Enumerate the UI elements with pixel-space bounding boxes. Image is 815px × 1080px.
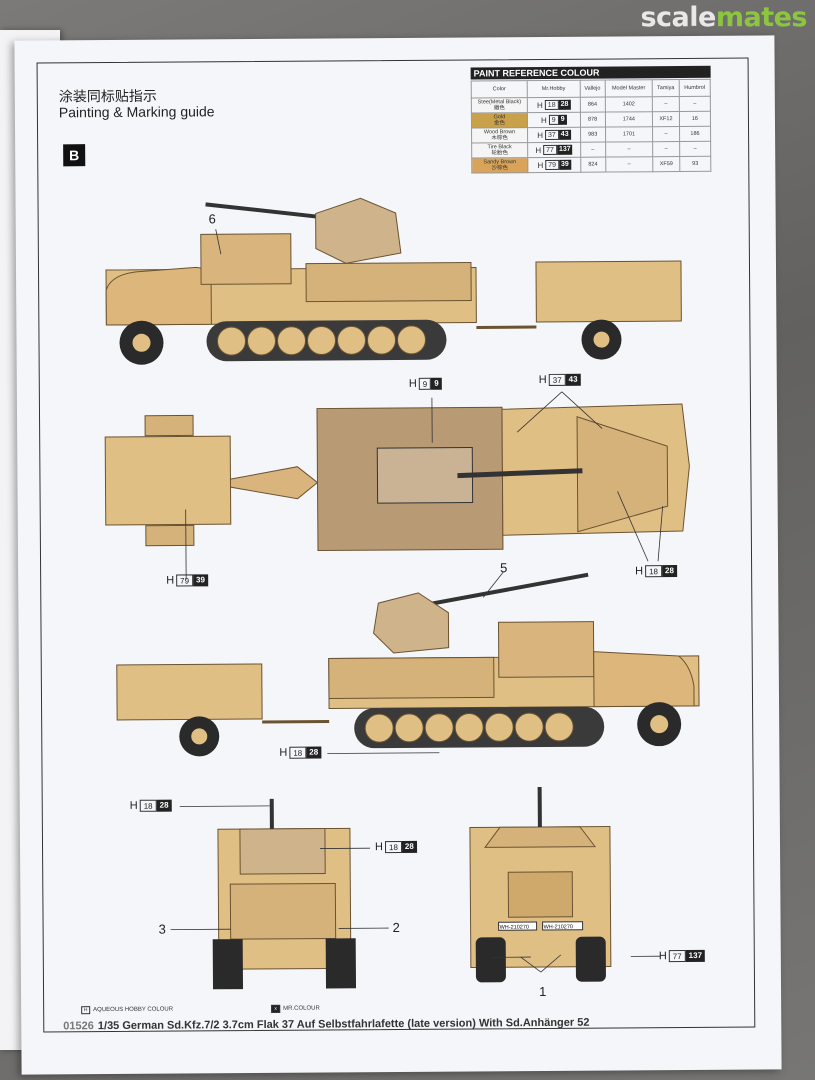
h-number: 18 [645,565,663,578]
marker-6: 6 [208,211,216,227]
marker-5: 5 [500,560,508,576]
road-wheels [217,325,426,356]
h-number: 9 [418,377,432,390]
hood-top [576,416,669,533]
leader-lines [170,229,664,973]
mrcolor-symbol: x [271,1004,281,1013]
legend-mrcolor: x MR.COLOUR [271,1004,320,1013]
plate-right [542,921,584,931]
front-hub [132,333,151,352]
marker-1: 1 [538,983,547,1000]
side-view-right [116,572,700,757]
c-number: 28 [156,799,172,812]
trailer-top [104,435,232,526]
h-symbol: H [635,565,644,578]
side-view-left [105,197,682,365]
trailer-fender [145,524,195,547]
trailer-body [535,260,682,323]
vehicle-illustrations: WH-210270 WH-210270 [104,197,700,990]
c-number: 28 [401,840,417,853]
road-wheels-right [364,712,574,743]
h-symbol: H [658,950,667,963]
marker-2: 2 [392,919,400,936]
flak-barrel-right [408,572,589,610]
h-symbol: H [279,746,288,759]
h-number: 18 [289,746,307,759]
c-number: 9 [431,377,442,390]
h-number: 79 [176,574,194,587]
cargo-bed [305,261,472,303]
rear-track-right [325,938,357,989]
scalemates-watermark: scalemates [640,2,807,33]
barrel-top [457,468,583,479]
plate-right-text: WH-210270 [544,924,573,930]
legend-aqueous-label: AQUEOUS HOBBY COLOUR [93,1006,174,1014]
c-number: 28 [306,746,322,759]
product-code: 01526 [63,1020,94,1033]
front-cab-roof [484,826,597,848]
h-number: 77 [668,950,686,963]
top-view [104,403,690,552]
watermark-part-a: scale [640,2,716,33]
h-symbol: H [166,574,175,587]
flak-mount [315,197,402,264]
watermark-part-b: mates [715,2,808,33]
trailer-body-right [116,663,263,721]
front-view: WH-210270 WH-210270 [469,787,612,983]
h-number: 37 [548,373,566,386]
h-number: 18 [139,799,157,812]
front-tire-right [575,936,606,982]
h-symbol: H [374,841,384,854]
c-number: 28 [661,565,677,578]
plate-left [498,921,538,931]
front-hub-right [650,715,669,734]
marker-3: 3 [158,921,166,937]
legend-aqueous: H AQUEOUS HOBBY COLOUR [81,1006,173,1015]
rear-tailgate [229,882,337,940]
trailer-hub [593,331,610,348]
drawbar-top [229,466,319,500]
front-grille [507,871,574,918]
flak-mount-right [373,592,450,654]
c-number: 137 [685,949,706,963]
h-symbol: H [408,377,417,390]
plate-left-text: WH-210270 [500,925,529,931]
rear-flak [239,828,326,875]
trailer-lid [144,414,194,437]
h-symbol: H [538,373,547,387]
cab-right [497,621,595,678]
flak-barrel [205,202,334,221]
h-number: 18 [384,840,402,854]
rear-track-left [212,939,244,990]
trailer-hub-right [191,728,208,745]
rear-view [212,798,357,990]
c-number: 39 [192,574,208,587]
engine-hood [105,266,212,326]
h-symbol: H [129,799,138,812]
c-number: 43 [565,373,581,386]
cargo-bed-right [328,656,495,699]
legend-mrcolor-label: MR.COLOUR [283,1005,320,1012]
armored-cab [200,233,292,285]
front-tire-left [475,937,506,983]
hood-right [593,651,695,708]
instruction-page: 涂装同标贴指示 Painting & Marking guide B PAINT… [14,35,782,1075]
aqueous-symbol: H [81,1006,91,1015]
